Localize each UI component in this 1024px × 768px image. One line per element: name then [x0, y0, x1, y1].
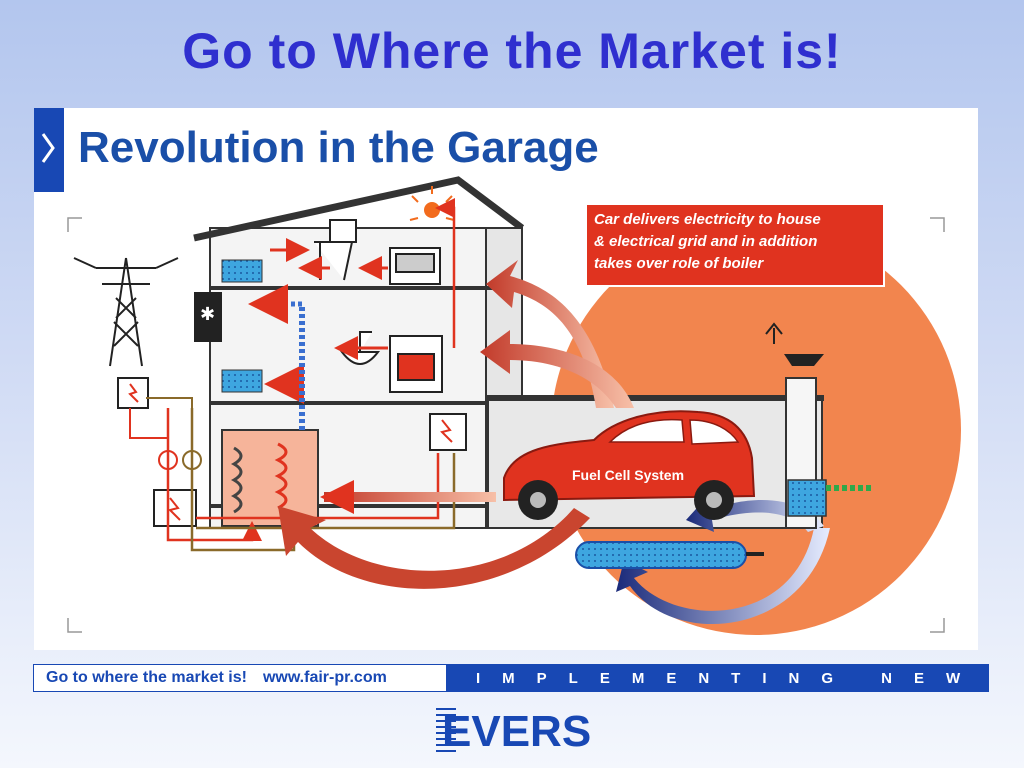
footer-left: Go to where the market is! www.fair-pr.c… — [34, 665, 446, 691]
car-label: Fuel Cell System — [572, 467, 684, 483]
meter-box-icon — [429, 413, 467, 451]
garage-diagram: Revolution in the Garage ✱ — [34, 108, 978, 650]
footer-slogan: IMPLEMENTING NEW IDEAS — [476, 669, 988, 687]
callout-line-3: takes over role of boiler — [594, 255, 764, 272]
power-pylon-icon — [73, 257, 179, 367]
logo-text: EVERS — [442, 707, 591, 756]
radiator-icon — [221, 369, 263, 393]
callout-box — [585, 203, 885, 287]
hydrogen-tank — [575, 541, 747, 569]
heading-marker — [34, 108, 64, 192]
thermostat-icon — [194, 292, 222, 342]
svg-text:✱: ✱ — [200, 304, 215, 325]
footer-banner: Go to where the market is! www.fair-pr.c… — [33, 664, 989, 692]
oven-icon — [389, 335, 443, 393]
slide-title: Go to Where the Market is! — [182, 23, 842, 79]
chevron-right-icon — [41, 133, 55, 163]
callout-line-1: Car delivers electricity to house — [594, 211, 821, 228]
fuel-flow-arrow — [616, 528, 830, 625]
reformer-unit — [765, 322, 874, 529]
energy-flow-arrow — [480, 330, 634, 408]
heat-pipe — [324, 492, 496, 502]
boiler-icon — [221, 429, 319, 527]
fuel-cell-car: Fuel Cell System — [503, 410, 756, 520]
callout-line-2: & electrical grid and in addition — [594, 233, 817, 250]
radiator-icon — [221, 259, 263, 283]
footer-url-link[interactable]: www.fair-pr.com — [262, 669, 387, 686]
pipes — [129, 198, 456, 552]
energy-flow-arrow — [486, 260, 614, 408]
heat-return-arrow — [278, 506, 590, 589]
evers-logo: EVERS — [436, 700, 596, 758]
television-icon — [389, 247, 441, 285]
computer-desk-icon — [314, 219, 357, 281]
footer-tagline: Go to where the market is! — [46, 669, 247, 686]
logo-stripes — [436, 708, 456, 752]
figure-heading: Revolution in the Garage — [78, 123, 599, 172]
